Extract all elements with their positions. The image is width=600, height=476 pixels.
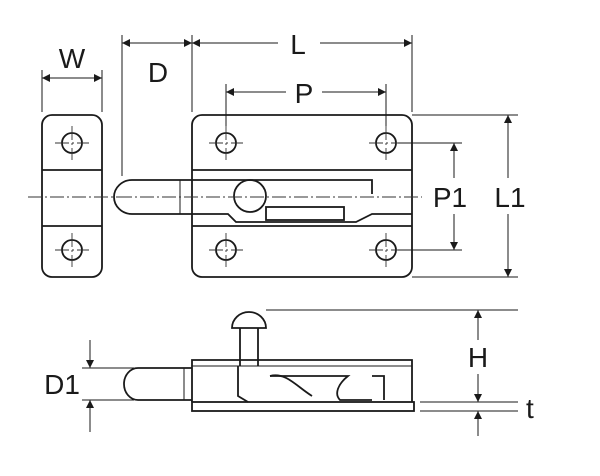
p-label: P	[295, 78, 314, 109]
d1-label: D1	[44, 369, 80, 400]
h-dimension: H	[266, 309, 518, 402]
t-label: t	[526, 393, 534, 424]
d1-dimension: D1	[44, 340, 134, 432]
l1-dimension: L1	[412, 114, 526, 278]
w-label: W	[59, 43, 86, 74]
p-dimension: P	[225, 78, 387, 126]
w-dimension: W	[41, 43, 103, 112]
l-dimension: L	[192, 29, 413, 112]
p1-label: P1	[433, 182, 467, 213]
t-dimension: t	[420, 393, 534, 436]
p1-dimension: P1	[398, 142, 467, 251]
l1-label: L1	[494, 182, 525, 213]
front-view	[113, 114, 422, 278]
h-label: H	[468, 342, 488, 373]
bottom-view	[123, 311, 415, 412]
l-label: L	[290, 29, 306, 60]
end-view	[28, 114, 118, 278]
d-dimension: D	[121, 35, 193, 176]
d-label: D	[148, 57, 168, 88]
